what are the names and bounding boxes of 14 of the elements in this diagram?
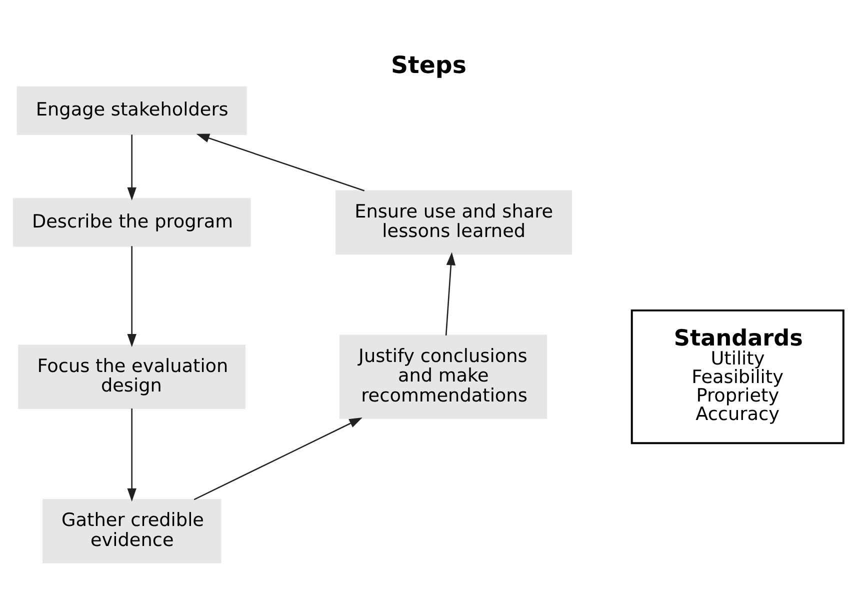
- node-box: Engage stakeholders: [16, 86, 247, 136]
- diagram-title: Steps: [391, 51, 466, 80]
- node-box: Standards Utility Feasibility Propriety Accuracy: [630, 309, 844, 444]
- arrow: [196, 134, 365, 192]
- node-box: Justify conclusions and make recommendations: [339, 334, 548, 419]
- arrow: [127, 408, 136, 502]
- node-box: Focus the evaluation design: [18, 344, 246, 409]
- arrow: [127, 134, 136, 200]
- arrow: [194, 418, 362, 500]
- node-box: Describe the program: [12, 198, 251, 247]
- node-box: Gather credible evidence: [42, 499, 222, 564]
- arrow: [445, 252, 456, 336]
- node-box: Ensure use and share lessons learned: [336, 190, 572, 255]
- arrow: [127, 246, 136, 348]
